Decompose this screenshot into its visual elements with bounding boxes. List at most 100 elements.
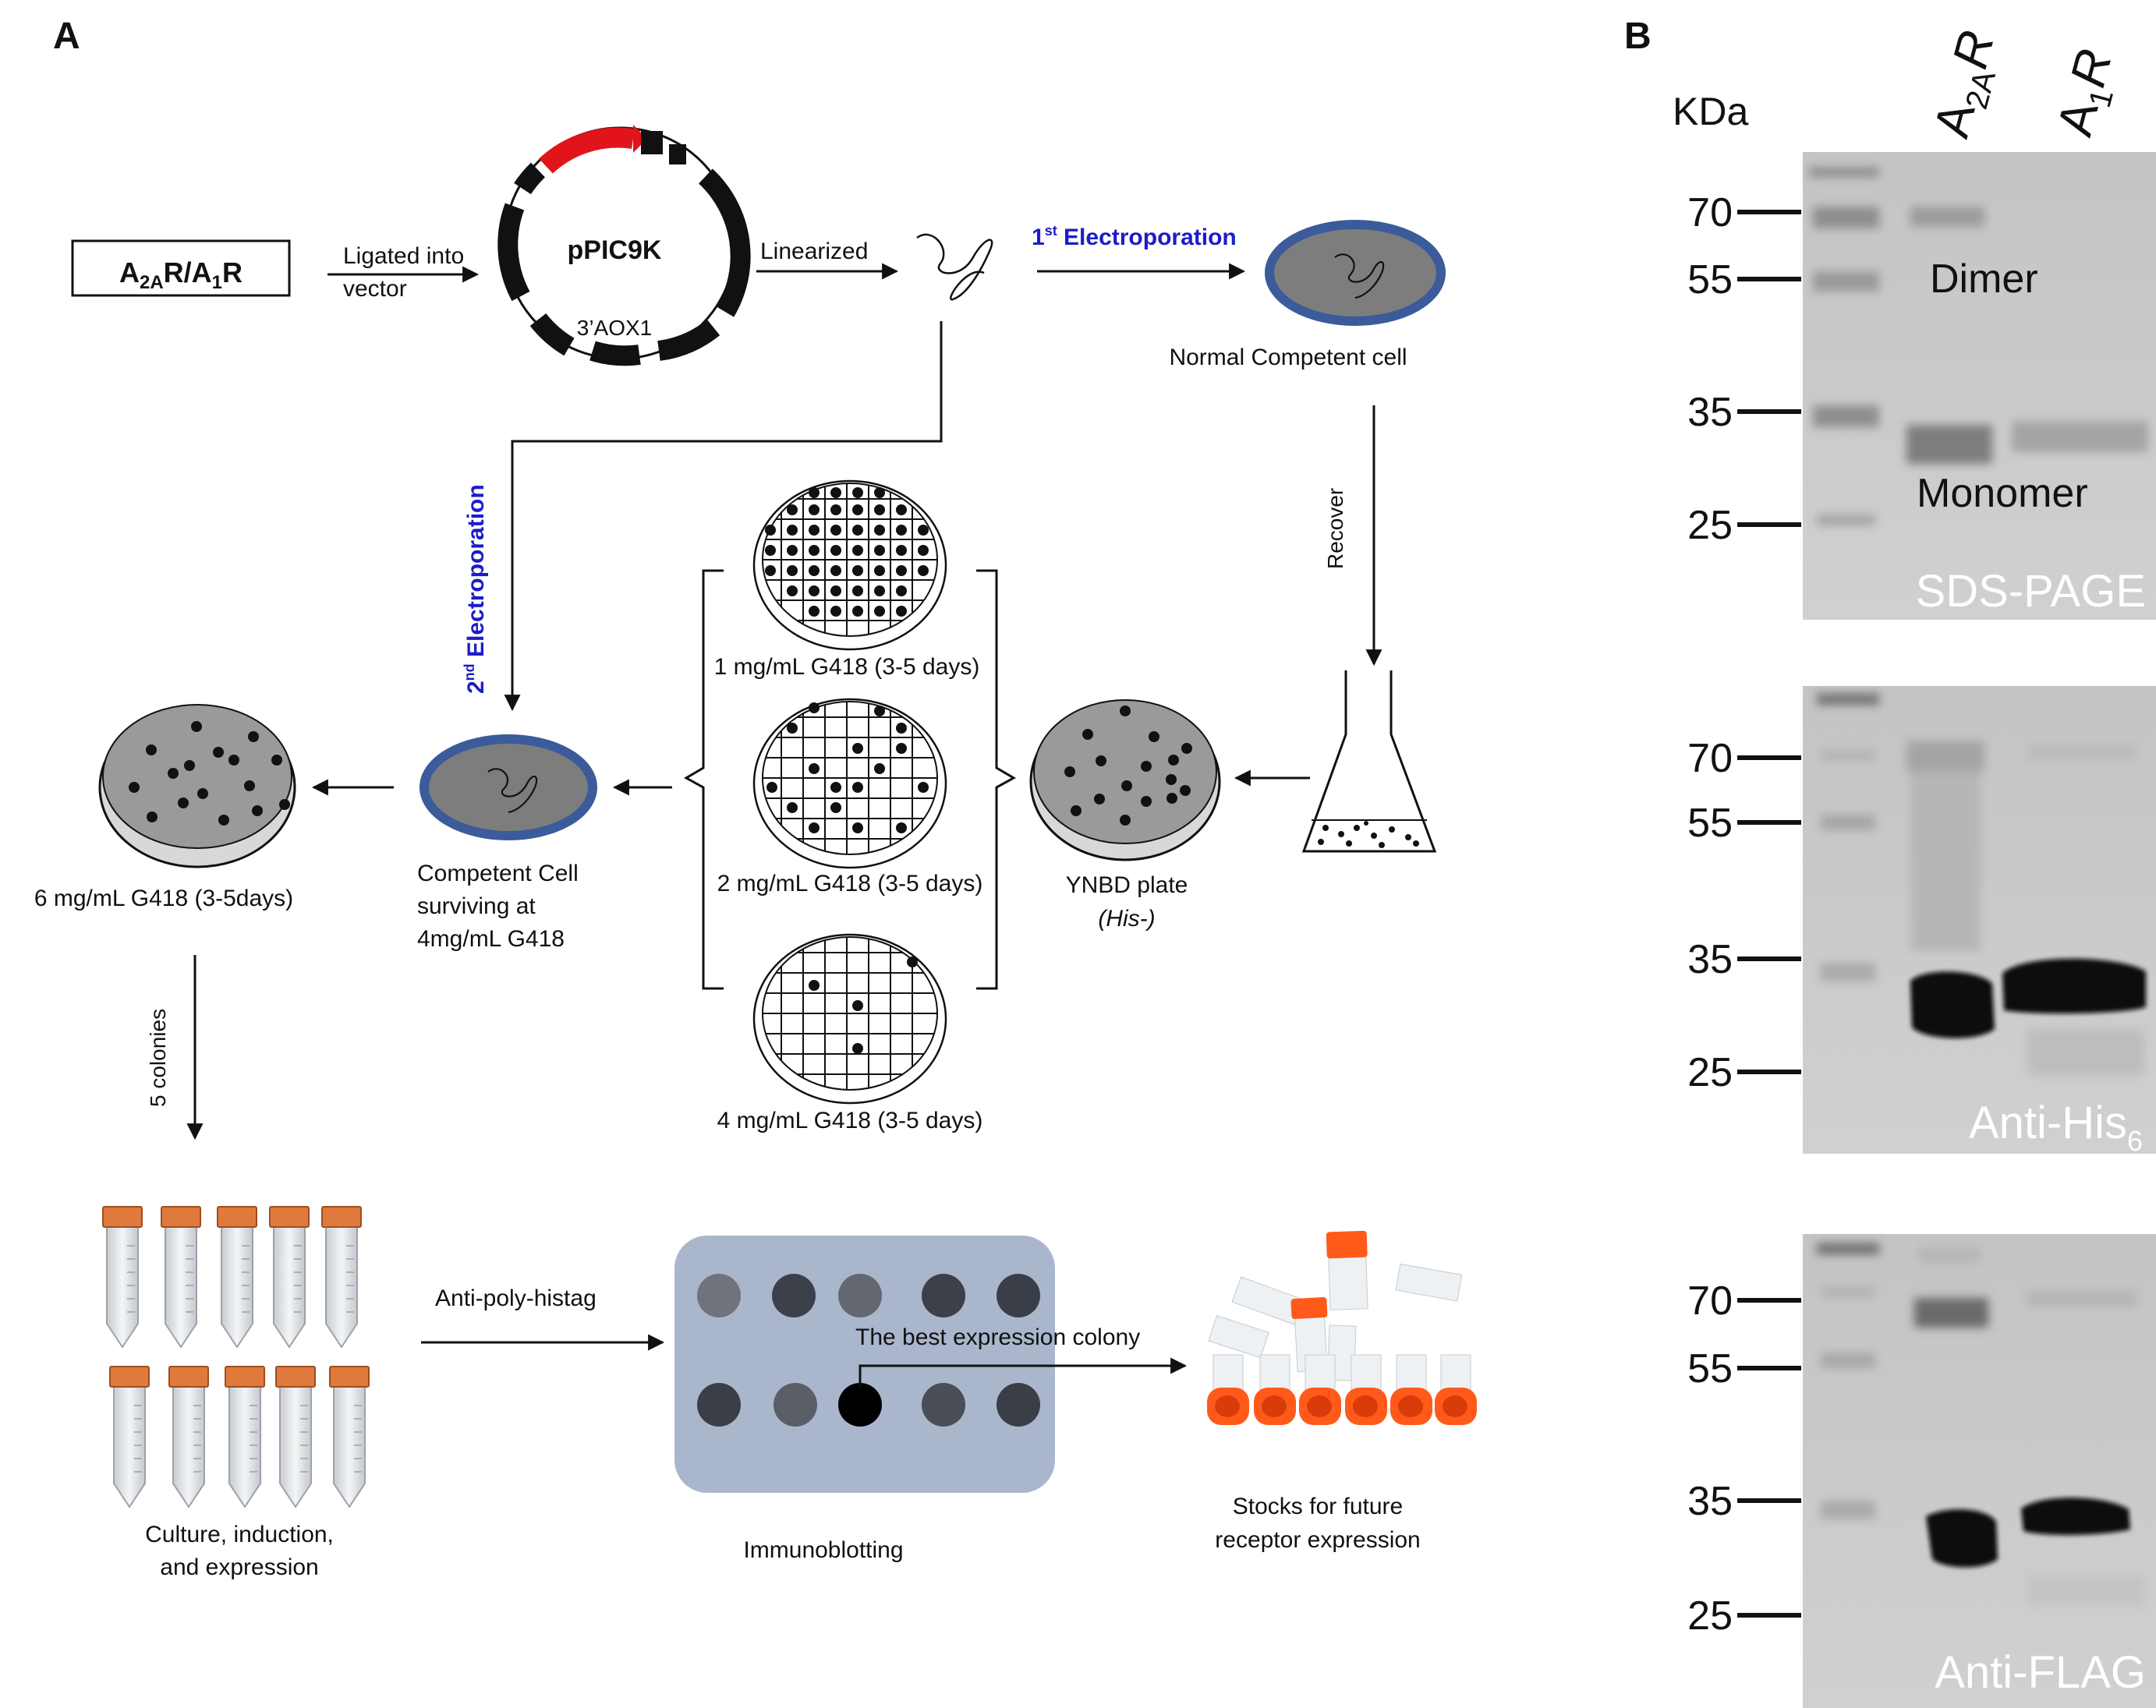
recover-label: Recover [1323,488,1347,569]
marker-ticks [1737,210,1801,1618]
plate-2mg [752,698,947,869]
culture-label-1: Culture, induction, [145,1522,334,1547]
colony-dot [896,743,907,754]
colony-dot [918,565,929,576]
ynbd-label-1: YNBD plate [1066,872,1188,898]
plate-6mg [98,704,296,868]
anti-his6-title: Anti-His6 [1969,1098,2143,1157]
linearized-label: Linearized [760,239,868,264]
tube-icon [161,1206,201,1349]
plate-1mg [752,479,947,651]
colony-dot [874,585,885,596]
dimer-label: Dimer [1930,256,2038,302]
colony-dot [852,743,863,754]
plate-colonies [765,487,929,1054]
linear-dna-icon [916,233,993,301]
colony-dot [896,545,907,556]
flask-icon [1301,670,1437,853]
colony-dot [809,822,820,833]
six-mg-label: 6 mg/mL G418 (3-5days) [34,886,293,911]
ynbd-plate [1029,699,1221,861]
first-electroporation-label: 1st Electroporation [1032,223,1237,250]
marker-25: 25 [1687,1593,1733,1639]
ligated-label-1: Ligated into [343,243,464,269]
blot-anti-flag: Anti-FLAG [1803,1234,2156,1708]
tube-icon [217,1206,257,1349]
competent-cell-4mg [420,734,597,840]
monomer-label: Monomer [1917,471,2088,516]
stock-vials [1207,1230,1477,1425]
colony-dot [765,525,776,536]
colony-dot [896,525,907,536]
colony-dot [766,782,777,793]
colony-dot [787,545,798,556]
plasmid-site: 3’AOX1 [577,316,653,340]
plate-4mg [752,933,947,1105]
right-bracket [976,569,1017,990]
colony-dot [809,525,820,536]
colony-dot [787,723,798,734]
colony-dot [765,545,776,556]
lane-label-a2ar: A2AR [1923,25,2012,145]
colony-dot [852,487,863,498]
panel-a-label: A [53,16,80,57]
colony-dot [830,606,841,617]
kda-label: KDa [1673,90,1748,133]
plasmid-name: pPIC9K [568,235,662,265]
colony-dot [918,525,929,536]
panel-b: B KDa A2AR A1R Dimer Monomer SDS-PAGE [1624,16,2156,1708]
marker-35: 35 [1687,1479,1733,1524]
tube-icon [269,1206,310,1349]
tube-icon [329,1366,370,1508]
marker-labels: 70 55 35 25 70 55 35 25 70 55 35 25 [1687,190,1733,1639]
tube-icon [275,1366,316,1508]
marker-55: 55 [1687,801,1733,846]
anti-poly-label: Anti-poly-histag [435,1285,597,1311]
colony-dot [809,763,820,774]
colony-dot [830,802,841,813]
tube-icon [225,1366,265,1508]
colony-dot [918,782,929,793]
colony-dot [852,585,863,596]
left-bracket [683,569,724,990]
colony-dot [852,545,863,556]
competent-label-1: Competent Cell [417,861,579,886]
colony-dot [852,782,863,793]
marker-70: 70 [1687,1278,1733,1324]
colony-dot [830,525,841,536]
marker-25: 25 [1687,1050,1733,1095]
colony-dot [787,525,798,536]
colony-dot [809,565,820,576]
colony-dot [852,606,863,617]
tube-icon [102,1206,143,1349]
construct-box: A2AR/A1R [71,239,291,297]
colony-dot [874,525,885,536]
colony-dot [896,822,907,833]
panel-a: A A2AR/A1R Ligated into vector pPIC9K 3’… [34,16,1477,1580]
colony-dot [852,525,863,536]
anti-flag-title: Anti-FLAG [1935,1647,2146,1698]
normal-competent-cell [1265,220,1446,326]
best-colony-label: The best expression colony [855,1324,1140,1350]
plate-2mg-label: 2 mg/mL G418 (3-5 days) [717,871,983,896]
colony-dot [852,565,863,576]
colony-dot [830,782,841,793]
colony-dot [830,487,841,498]
stocks-label-1: Stocks for future [1233,1494,1403,1519]
colony-dot [852,822,863,833]
colony-dot [830,545,841,556]
colony-dot [830,585,841,596]
second-electroporation-label: 2nd Electroporation [462,484,489,694]
colony-dot [809,487,820,498]
colony-dot [830,565,841,576]
colony-dot [809,545,820,556]
immunoblot-panel [674,1236,1055,1493]
plate-4mg-label: 4 mg/mL G418 (3-5 days) [717,1108,983,1133]
plate-1mg-label: 1 mg/mL G418 (3-5 days) [714,654,980,680]
colony-dot [852,504,863,515]
colony-dot [896,585,907,596]
colony-dot [874,487,885,498]
marker-55: 55 [1687,1346,1733,1392]
tube-icon [109,1366,150,1508]
culture-tubes [102,1206,370,1508]
